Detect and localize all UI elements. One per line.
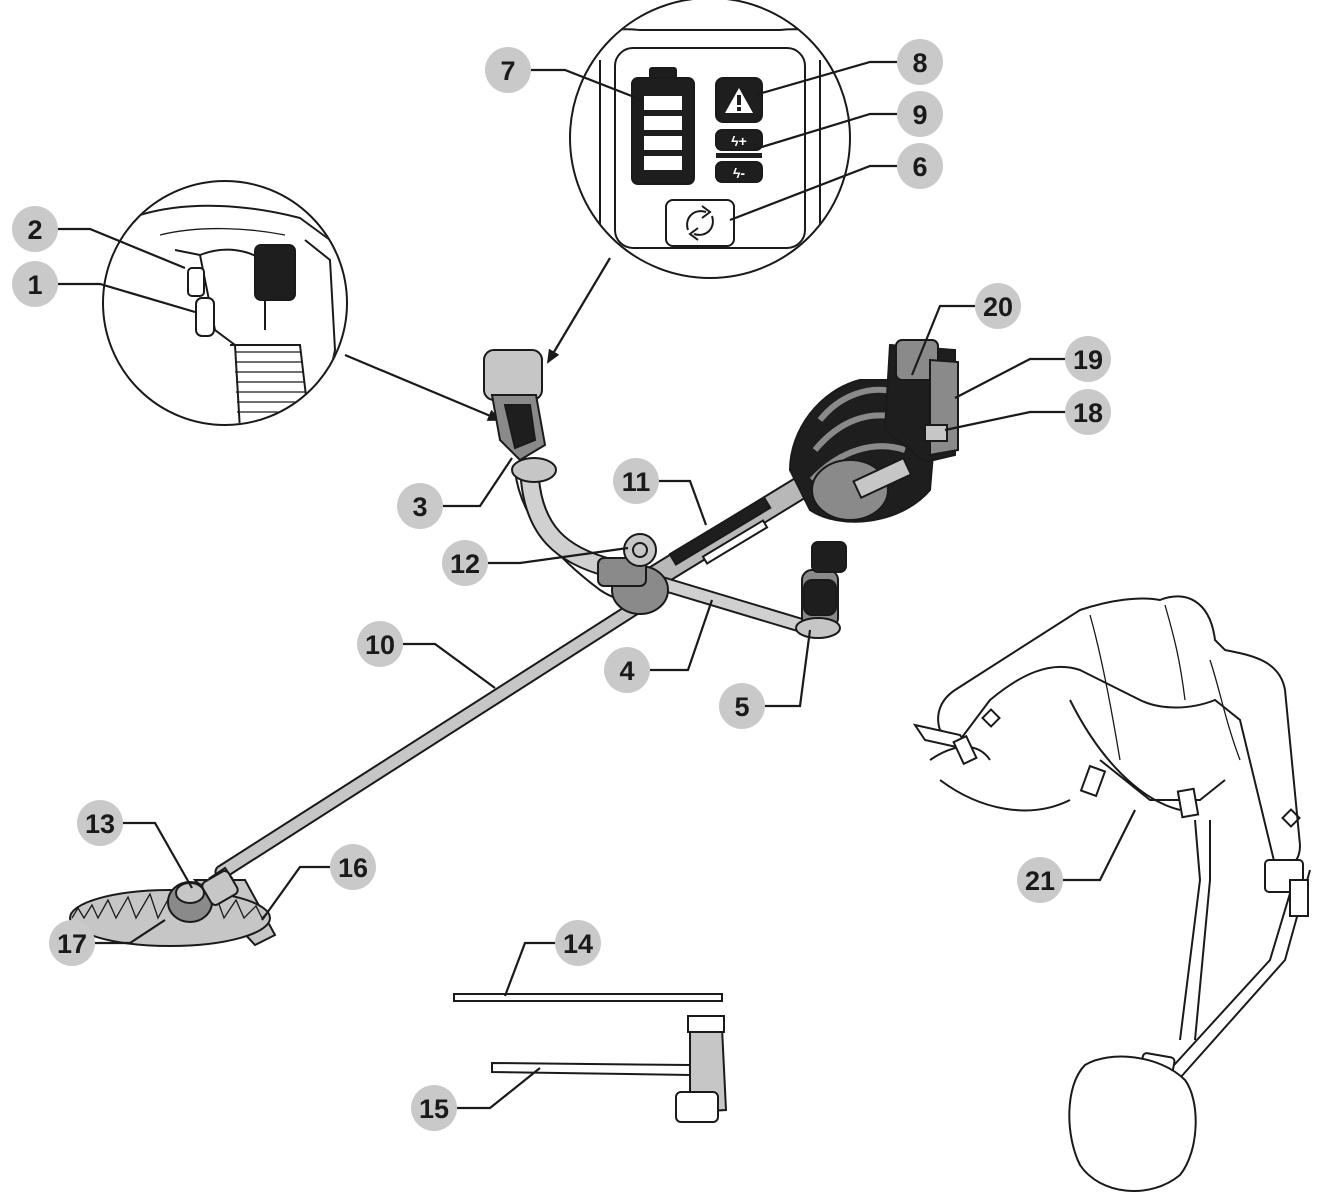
svg-text:17: 17: [57, 929, 87, 959]
trigger-switch-detail: [195, 297, 215, 337]
control-panel-detail-inset: ϟ+ ϟ-: [569, 0, 851, 279]
vent-slots: [235, 351, 307, 413]
callout-16: 16: [330, 844, 376, 890]
callout-21: 21: [1017, 857, 1063, 903]
callout-20: 20: [975, 283, 1021, 329]
svg-text:13: 13: [85, 809, 115, 839]
socket-wrench: [491, 1015, 728, 1123]
callout-3: 3: [397, 483, 443, 529]
svg-text:16: 16: [338, 853, 368, 883]
svg-text:5: 5: [734, 692, 749, 722]
shaft: [214, 600, 643, 880]
battery-indicator: [924, 424, 948, 442]
inset-arrow-trigger: [344, 353, 502, 422]
guard-rail: [668, 496, 772, 566]
svg-text:12: 12: [450, 549, 480, 579]
svg-text:9: 9: [912, 100, 927, 130]
callout-19: 19: [1065, 336, 1111, 382]
svg-text:10: 10: [365, 630, 395, 660]
svg-text:14: 14: [563, 929, 593, 959]
callout-10: 10: [357, 621, 403, 667]
leader-lines: [58, 60, 1136, 1110]
svg-text:21: 21: [1025, 866, 1055, 896]
callout-1: 1: [12, 261, 58, 307]
right-grip: [795, 541, 847, 639]
battery-level-indicator: [631, 67, 695, 185]
svg-text:ϟ-: ϟ-: [733, 165, 745, 181]
hex-key: [453, 993, 723, 1002]
control-panel-housing: [483, 349, 543, 401]
callout-4: 4: [604, 647, 650, 693]
trigger-detail-inset: [102, 180, 348, 426]
svg-text:18: 18: [1073, 398, 1103, 428]
svg-text:11: 11: [622, 467, 651, 497]
shoulder-harness: [912, 595, 1311, 1192]
callout-12: 12: [442, 540, 488, 586]
svg-text:3: 3: [412, 492, 427, 522]
svg-text:ϟ+: ϟ+: [731, 133, 747, 149]
svg-text:7: 7: [500, 56, 515, 86]
speed-mode-button: [665, 199, 735, 247]
callout-2: 2: [12, 206, 58, 252]
svg-text:15: 15: [419, 1094, 449, 1124]
handlebar: [520, 470, 808, 633]
left-grip: [483, 349, 557, 483]
inset-arrow-panel: [546, 257, 611, 364]
handle-clamp: [597, 533, 669, 615]
speed-indicator: ϟ+ ϟ-: [715, 129, 763, 183]
callout-14: 14: [555, 920, 601, 966]
callout-6: 6: [897, 143, 943, 189]
callout-17: 17: [49, 920, 95, 966]
svg-text:6: 6: [912, 152, 927, 182]
callout-7: 7: [485, 47, 531, 93]
svg-text:1: 1: [27, 270, 42, 300]
svg-text:20: 20: [983, 292, 1013, 322]
callout-13: 13: [77, 800, 123, 846]
clamp-knob: [623, 533, 657, 567]
svg-text:8: 8: [912, 48, 927, 78]
svg-text:19: 19: [1073, 345, 1103, 375]
cutting-head: [69, 866, 277, 947]
warning-indicator: [715, 77, 763, 123]
hip-pad: [1068, 1055, 1197, 1192]
callout-11: 11: [613, 458, 659, 504]
brush-cutter: [69, 339, 959, 947]
callout-5: 5: [719, 683, 765, 729]
callout-18: 18: [1065, 389, 1111, 435]
lock-off-button-detail: [187, 267, 205, 297]
svg-text:2: 2: [27, 215, 42, 245]
svg-text:4: 4: [619, 656, 634, 686]
callout-15: 15: [411, 1085, 457, 1131]
callout-8: 8: [897, 39, 943, 85]
callout-9: 9: [897, 91, 943, 137]
